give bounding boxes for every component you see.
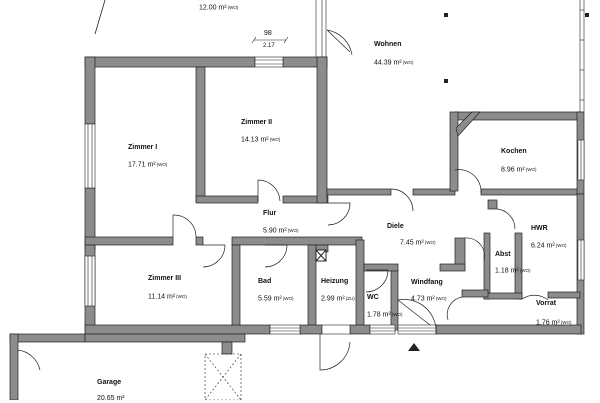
window-zimmer3-left xyxy=(84,255,96,307)
room-name-diele: Diele xyxy=(387,223,404,230)
room-name-bad: Bad xyxy=(258,278,272,285)
wall-diele-top-a xyxy=(326,188,392,196)
window-windfang-bottom xyxy=(397,324,437,335)
room-name-kochen: Kochen xyxy=(501,148,527,155)
wall-zimmer2-right xyxy=(316,56,328,204)
wall-vorrat-top xyxy=(547,291,581,299)
wall-bottom-left xyxy=(84,324,271,335)
door-windfang xyxy=(397,299,437,335)
door-diele-flur xyxy=(327,202,351,226)
wall-bottom-bad xyxy=(299,324,323,335)
wall-zimmer1-left xyxy=(84,56,96,125)
door-heizung xyxy=(319,334,351,371)
wall-flur-top-right xyxy=(282,195,329,204)
room-area-diele: 7.45 m²(WO) xyxy=(400,239,436,247)
room-area-zimmer3: 11.14 m²(WO) xyxy=(148,293,187,301)
garage-gate xyxy=(204,353,242,400)
room-name-garage: Garage xyxy=(97,379,122,386)
room-name-flur: Flur xyxy=(263,210,277,217)
door-hwr xyxy=(496,208,516,230)
door-windfang-side xyxy=(446,296,463,321)
wall-windfang-top xyxy=(363,263,399,272)
wall-flur-pillar xyxy=(195,236,204,246)
room-name-wohnen: Wohnen xyxy=(374,41,402,48)
room-area-garage: 20.65 m² xyxy=(97,395,125,402)
room-area-kochen: 8.96 m²(WO) xyxy=(501,166,537,174)
dimension-height: 2.17 xyxy=(263,43,275,49)
room-name-zimmer1: Zimmer I xyxy=(128,144,158,151)
door-diele-right xyxy=(454,169,482,194)
top-room-area: 12.00 m²(WO) xyxy=(199,4,239,12)
window-zimmer2-top xyxy=(254,56,284,68)
room-name-heizung: Heizung xyxy=(321,278,349,285)
door-diele-left xyxy=(390,188,414,212)
door-garage xyxy=(17,349,41,371)
room-area-wc: 1.78 m²(WO) xyxy=(367,311,403,319)
wall-bedroom-top-left xyxy=(84,56,256,68)
wall-hwr-top xyxy=(487,199,498,210)
door-vorrat xyxy=(521,294,549,301)
wall-wc-right xyxy=(390,269,399,331)
top-room-wall-line xyxy=(94,0,106,35)
doors xyxy=(17,29,549,371)
room-area-vorrat: 1.76 m²(WO) xyxy=(536,319,572,327)
wall-garage-top-b xyxy=(84,333,246,343)
room-area-abst: 1.18 m²(WO) xyxy=(495,267,531,275)
door-zimmer2 xyxy=(257,179,281,202)
room-area-zimmer1: 17.71 m²(WO) xyxy=(128,161,168,169)
wall-diele-top-c xyxy=(480,188,582,196)
room-area-windfang: 4.73 m²(WO) xyxy=(411,295,447,303)
room-name-hwr: HWR xyxy=(531,225,548,232)
room-area-wohnen: 44.39 m²(WO) xyxy=(374,59,414,67)
chimney xyxy=(315,249,327,262)
room-name-zimmer3: Zimmer III xyxy=(148,275,182,282)
wall-kochen-corner xyxy=(455,111,481,137)
room-area-bad: 5.59 m²(WO) xyxy=(258,295,294,303)
wall-flur-bottom xyxy=(231,236,363,246)
ceiling-markers xyxy=(444,13,589,83)
room-area-zimmer2: 14.13 m²(WO) xyxy=(241,136,281,144)
room-name-windfang: Windfang xyxy=(411,279,443,286)
wall-zimmer1-bottom xyxy=(84,236,174,246)
wall-windfang-right xyxy=(461,289,489,298)
wall-windfang-top-right xyxy=(439,263,466,272)
wall-diele-top-b xyxy=(412,188,456,196)
room-name-zimmer2: Zimmer II xyxy=(241,119,273,126)
door-wohnen xyxy=(326,29,353,56)
room-name-wc: WC xyxy=(367,294,379,301)
door-zimmer1 xyxy=(172,214,197,238)
wall-garage-left xyxy=(9,333,19,400)
room-area-flur: 5.90 m²(WO) xyxy=(263,227,299,235)
room-area-heizung: 2.99 m²(ZU) xyxy=(321,295,355,303)
wall-bad-left xyxy=(231,244,241,331)
room-name-abst: Abst xyxy=(495,251,511,258)
room-area-hwr: 6.24 m²(WO) xyxy=(531,242,567,250)
room-name-vorrat: Vorrat xyxy=(536,300,557,307)
wall-garage-pillar xyxy=(221,341,233,355)
entrance-arrow-icon xyxy=(408,343,420,351)
wall-zimmer-divider xyxy=(195,66,206,202)
wohnen-glazing xyxy=(321,0,585,112)
door-dimension-annotation xyxy=(251,36,289,44)
wall-flur-top-left xyxy=(195,195,259,204)
window-zimmer1-left xyxy=(84,123,96,189)
wall-heizung-right xyxy=(355,239,365,331)
window-bad-bottom xyxy=(269,324,301,335)
dimension-width: 98 xyxy=(264,30,272,37)
wall-garage-top-a xyxy=(9,333,86,343)
windows xyxy=(84,56,585,335)
wall-kochen-left xyxy=(449,111,459,192)
door-wc xyxy=(365,269,389,293)
wall-bad-right xyxy=(307,244,317,331)
wall-abst-left xyxy=(483,232,491,300)
door-abst xyxy=(464,237,485,261)
wall-abst-bottom xyxy=(483,292,523,300)
window-wc-bottom xyxy=(369,324,396,335)
wall-bottom-heizung xyxy=(349,324,371,335)
door-zimmer3 xyxy=(202,244,226,268)
door-bad xyxy=(264,244,288,268)
window-heizung-bottom xyxy=(321,324,351,335)
